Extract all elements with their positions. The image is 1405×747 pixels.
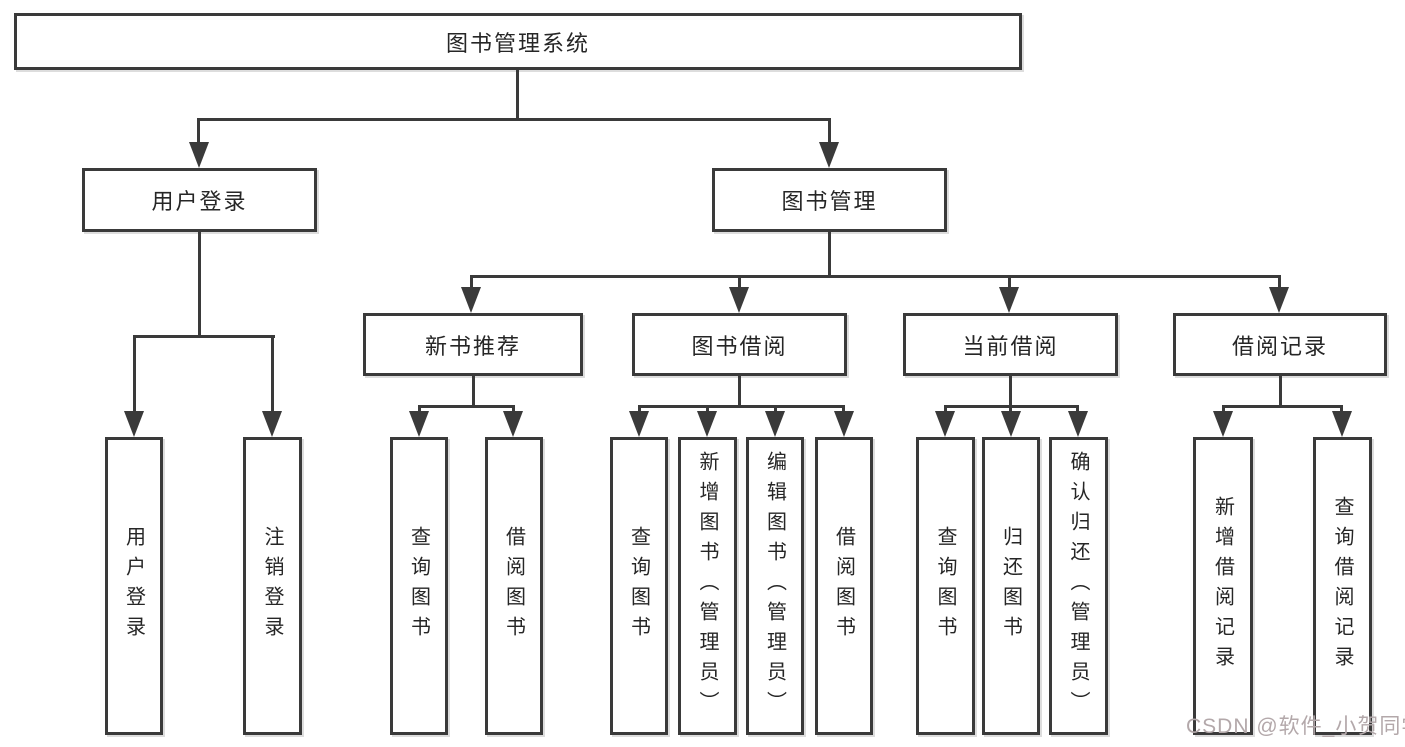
leaf-query-borrow-record-label: 查询借阅记录 xyxy=(1331,496,1353,676)
leaf-query-book-label: 查询图书 xyxy=(407,526,430,646)
arrowhead xyxy=(1269,287,1289,313)
leaf-query-book-label: 查询图书 xyxy=(627,526,650,646)
connector-line xyxy=(470,275,473,291)
node-book-borrow-label: 图书借阅 xyxy=(691,333,788,359)
arrowhead xyxy=(1068,411,1088,437)
node-borrow-record: 借阅记录 xyxy=(1173,313,1387,376)
leaf-query-book-label: 查询图书 xyxy=(934,526,956,646)
connector-line xyxy=(828,118,831,148)
leaf-logout-login-label: 注销登录 xyxy=(261,526,283,646)
node-library-system-label: 图书管理系统 xyxy=(445,30,590,56)
leaf-borrow-book-under-recommend: 借阅图书 xyxy=(485,437,543,735)
leaf-return-book: 归还图书 xyxy=(982,437,1040,735)
leaf-borrow-book-label: 借阅图书 xyxy=(502,526,525,646)
leaf-edit-book-admin-label: 编辑图书（管理员） xyxy=(763,451,786,721)
leaf-return-book-label: 归还图书 xyxy=(999,526,1022,646)
leaf-user-login: 用户登录 xyxy=(105,437,163,735)
connector-line xyxy=(738,275,741,291)
leaf-confirm-return-admin: 确认归还（管理员） xyxy=(1049,437,1108,735)
node-new-book-recommend: 新书推荐 xyxy=(363,313,583,376)
connector-line xyxy=(1008,275,1011,291)
connector-line xyxy=(738,376,741,407)
leaf-add-book-admin: 新增图书（管理员） xyxy=(678,437,737,735)
connector-line xyxy=(198,232,201,338)
node-current-borrow: 当前借阅 xyxy=(903,313,1118,376)
connector-line xyxy=(472,376,475,407)
leaf-borrow-book-label: 借阅图书 xyxy=(832,526,855,646)
connector-line xyxy=(828,232,831,277)
arrowhead xyxy=(461,287,481,313)
leaf-add-borrow-record-label: 新增借阅记录 xyxy=(1211,496,1234,676)
arrowhead xyxy=(1332,411,1352,437)
node-book-borrow: 图书借阅 xyxy=(632,313,847,376)
connector-line xyxy=(516,69,519,121)
leaf-query-book-under-recommend: 查询图书 xyxy=(390,437,448,735)
node-user-login-label: 用户登录 xyxy=(151,189,248,214)
connector-line xyxy=(1278,275,1281,291)
leaf-user-login-label: 用户登录 xyxy=(122,526,145,646)
leaf-query-borrow-record: 查询借阅记录 xyxy=(1313,437,1372,735)
connector-line xyxy=(418,405,515,408)
csdn-watermark: CSDN @软件_小贺同学 xyxy=(1186,715,1405,738)
leaf-logout-login: 注销登录 xyxy=(243,437,302,735)
node-user-login: 用户登录 xyxy=(82,168,317,232)
connector-line xyxy=(1279,376,1282,407)
arrowhead xyxy=(262,411,282,437)
node-book-management-label: 图书管理 xyxy=(781,189,878,214)
connector-line xyxy=(470,275,1281,278)
arrowhead xyxy=(765,411,785,437)
arrowhead xyxy=(189,142,209,168)
node-library-system: 图书管理系统 xyxy=(14,13,1022,70)
connector-line xyxy=(638,405,844,408)
arrowhead xyxy=(1001,411,1021,437)
connector-line xyxy=(133,335,136,415)
leaf-query-book-under-current: 查询图书 xyxy=(916,437,975,735)
connector-line xyxy=(197,118,831,121)
node-book-management: 图书管理 xyxy=(712,168,947,232)
arrowhead xyxy=(729,287,749,313)
arrowhead xyxy=(503,411,523,437)
node-new-book-recommend-label: 新书推荐 xyxy=(424,333,521,359)
leaf-add-borrow-record: 新增借阅记录 xyxy=(1193,437,1253,735)
leaf-edit-book-admin: 编辑图书（管理员） xyxy=(746,437,804,735)
arrowhead xyxy=(819,142,839,168)
arrowhead xyxy=(629,411,649,437)
arrowhead xyxy=(409,411,429,437)
arrowhead xyxy=(834,411,854,437)
leaf-confirm-return-admin-label: 确认归还（管理员） xyxy=(1067,451,1089,721)
connector-line xyxy=(133,335,275,338)
arrowhead xyxy=(124,411,144,437)
arrowhead xyxy=(1213,411,1233,437)
arrowhead xyxy=(999,287,1019,313)
leaf-query-book-under-borrow: 查询图书 xyxy=(610,437,668,735)
connector-line xyxy=(1009,376,1012,407)
node-current-borrow-label: 当前借阅 xyxy=(962,333,1059,359)
connector-line xyxy=(1222,405,1343,408)
connector-line xyxy=(271,335,274,415)
leaf-add-book-admin-label: 新增图书（管理员） xyxy=(696,451,718,721)
connector-line xyxy=(197,118,200,148)
node-borrow-record-label: 借阅记录 xyxy=(1231,333,1328,359)
arrowhead xyxy=(935,411,955,437)
arrowhead xyxy=(697,411,717,437)
leaf-borrow-book-under-borrow: 借阅图书 xyxy=(815,437,873,735)
